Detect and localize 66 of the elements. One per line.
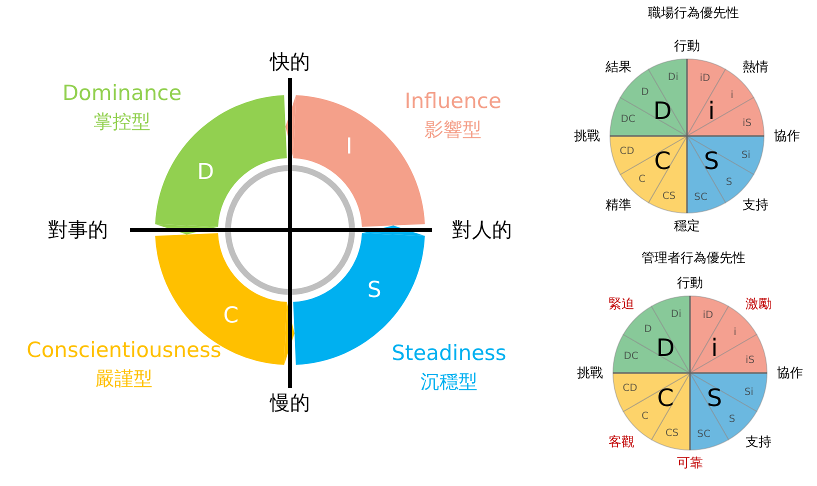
segment-label: Si	[744, 387, 754, 398]
quadrant-letter: C	[223, 303, 239, 328]
style-name-chinese: 掌控型	[94, 111, 150, 133]
priority-label: 精準	[605, 196, 632, 214]
segment-label: CS	[662, 190, 676, 202]
axis-label: 對事的	[48, 216, 108, 244]
segment-label: DC	[620, 114, 636, 125]
segment-label: S	[728, 414, 736, 426]
priority-label: 激勵	[746, 296, 772, 314]
style-name-chinese: 嚴謹型	[96, 368, 152, 390]
priority-label: 協作	[774, 128, 800, 145]
chart-title: 職場行為優先性	[647, 5, 740, 22]
quadrant-letter: S	[367, 278, 382, 304]
quadrant-letter: S	[706, 384, 722, 412]
quadrant-letter: I	[346, 134, 352, 160]
segment-label: SC	[694, 192, 708, 204]
axis-label: 快的	[270, 48, 310, 76]
quadrant-letter: C	[654, 146, 671, 174]
style-name: Influence	[404, 89, 502, 113]
style-name: Steadiness	[392, 341, 506, 365]
priority-label: 行動	[674, 38, 700, 55]
segment-label: DC	[624, 351, 638, 362]
segment-label: CD	[620, 146, 634, 157]
priority-label: 結果	[605, 59, 632, 76]
segment-label: S	[726, 177, 732, 188]
quadrant-letter: i	[708, 97, 715, 126]
segment-label: i	[734, 327, 736, 338]
segment-label: SC	[697, 429, 711, 440]
segment-label: CS	[665, 428, 679, 439]
priority-label: 熱情	[742, 59, 769, 76]
quadrant-letter: D	[653, 97, 672, 126]
segment-label: Di	[670, 308, 682, 320]
quadrant-letter: i	[711, 334, 718, 362]
segment-label: iS	[742, 118, 752, 130]
priority-label: 支持	[746, 434, 772, 451]
style-name: Conscientiousness	[26, 338, 222, 362]
segment-label: iS	[745, 355, 755, 366]
segment-label: iD	[700, 73, 710, 84]
axis-label: 慢的	[270, 390, 310, 416]
quadrant-letter: S	[704, 146, 720, 174]
segment-label: i	[730, 90, 734, 101]
style-name-chinese: 沉穩型	[420, 371, 478, 393]
segment-label: C	[638, 174, 646, 185]
chart-title: 管理者行為優先性	[640, 250, 746, 267]
priority-label: 緊迫	[608, 296, 634, 314]
segment-label: Si	[741, 150, 750, 161]
priority-label: 可靠	[677, 455, 703, 472]
segment-label: CD	[622, 382, 638, 394]
quadrant-letter: D	[197, 160, 214, 185]
axis-label: 對人的	[452, 216, 512, 244]
segment-label: C	[641, 411, 648, 422]
style-name: Dominance	[62, 81, 182, 105]
priority-label: 支持	[742, 196, 769, 214]
priority-label: 客觀	[608, 434, 634, 451]
priority-label: 挑戰	[574, 128, 600, 145]
priority-label: 挑戰	[577, 365, 603, 382]
priority-label: 協作	[777, 365, 803, 382]
segment-label: D	[641, 86, 649, 98]
priority-label: 行動	[677, 275, 703, 292]
style-name-chinese: 影響型	[424, 119, 482, 141]
quadrant-letter: C	[657, 384, 674, 412]
segment-label: D	[644, 324, 652, 335]
segment-label: iD	[702, 310, 714, 322]
priority-label: 穩定	[674, 218, 700, 235]
quadrant-letter: D	[656, 334, 675, 362]
segment-label: Di	[668, 72, 678, 83]
